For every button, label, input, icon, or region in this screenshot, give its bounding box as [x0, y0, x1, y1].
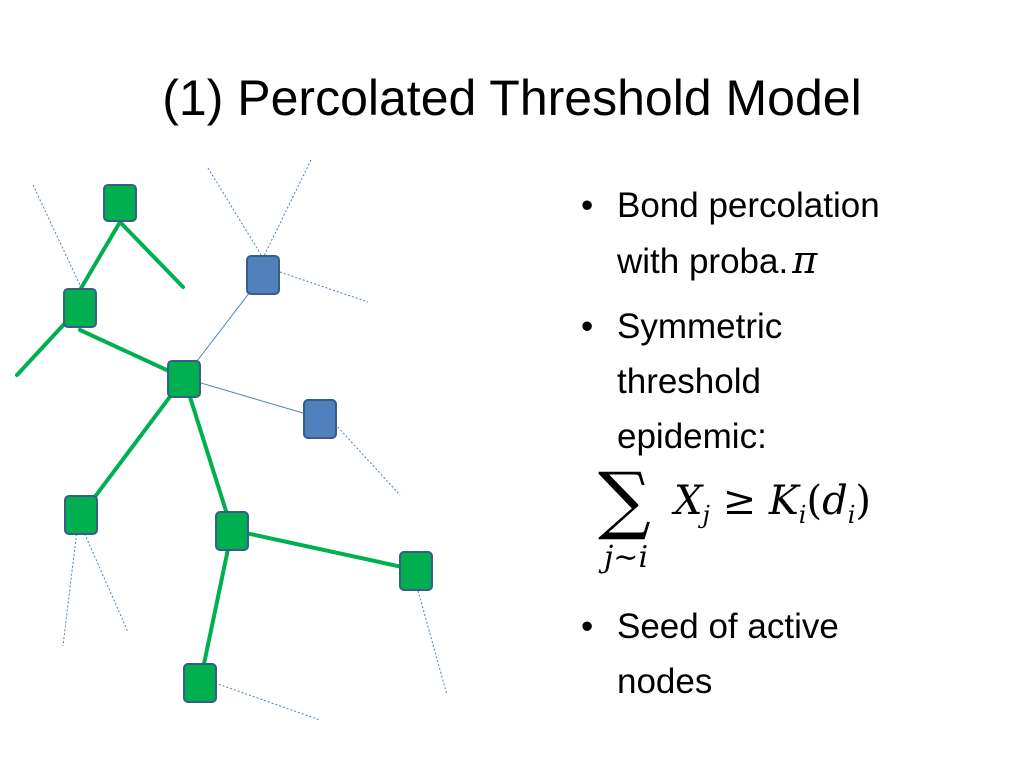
bullet-seed-active-nodes: • Seed of active nodes [576, 599, 1016, 709]
active-node [103, 184, 137, 222]
bullet-text-line: threshold [617, 362, 761, 401]
open-bond [118, 220, 185, 289]
closed-bond [183, 377, 321, 419]
bullet-text-line: Bond percolation [617, 186, 880, 225]
active-node [215, 511, 249, 551]
open-bond [78, 328, 186, 380]
bullet-dot-icon: • [581, 186, 594, 225]
active-node [399, 551, 433, 591]
sum-symbol: ∑ [598, 457, 651, 543]
formula-expression: Xj ≥ Ki(di) [674, 478, 871, 529]
open-bond [230, 528, 418, 572]
sum-index: j∼i [604, 540, 649, 575]
active-node [64, 495, 98, 535]
closed-bond [334, 423, 401, 496]
threshold-formula: ∑ j∼i Xj ≥ Ki(di) [590, 460, 1016, 599]
closed-bond [279, 271, 369, 303]
bullet-dot-icon: • [581, 307, 594, 346]
open-bond [198, 528, 234, 685]
active-node [183, 663, 217, 703]
slide-title: (1) Percolated Threshold Model [162, 70, 862, 126]
inactive-node [246, 255, 280, 295]
bullet-dot-icon: • [581, 607, 594, 646]
percolation-network-diagram [15, 159, 448, 721]
closed-bond [262, 159, 312, 259]
closed-bond [207, 167, 264, 259]
inactive-node [303, 399, 337, 439]
closed-bonds [183, 274, 321, 419]
closed-bond [82, 529, 129, 633]
bullet-text-line: with proba.π [617, 238, 818, 282]
bullet-text-line: Symmetric [617, 307, 783, 346]
bullet-text-line: Seed of active [617, 607, 839, 646]
nodes [63, 184, 433, 703]
active-node [63, 288, 97, 328]
pi-symbol: π [792, 238, 818, 282]
open-bond [80, 376, 186, 516]
open-bond [182, 376, 234, 532]
bullet-text-line: epidemic: [617, 417, 767, 456]
bullet-list: • Bond percolation with proba.π • Symmet… [576, 178, 1016, 709]
closed-bond [32, 184, 81, 286]
closed-bond [416, 586, 448, 696]
closed-bond-stubs [32, 159, 448, 721]
closed-bond [62, 529, 78, 647]
bullet-text-line: nodes [617, 662, 713, 701]
open-bond [78, 220, 122, 292]
closed-bond [214, 682, 321, 721]
active-node [167, 360, 201, 398]
bullet-bond-percolation: • Bond percolation with proba.π [576, 178, 1016, 289]
bullet-threshold-epidemic: • Symmetric threshold epidemic: [576, 299, 1016, 464]
